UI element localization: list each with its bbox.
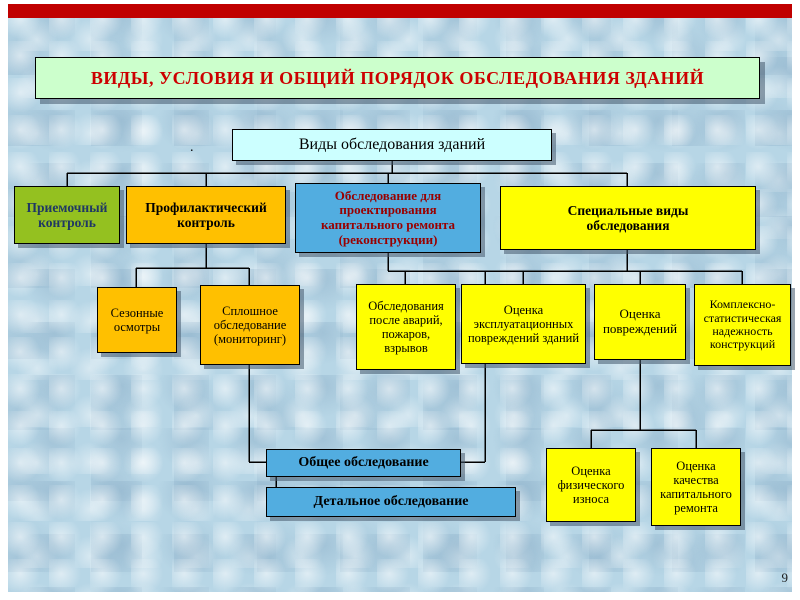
node-label: Общее обследование — [298, 455, 429, 471]
node-label: Оценка качества капитального ремонта — [660, 459, 732, 515]
node-preventive-control: Профилактический контроль — [126, 186, 286, 244]
node-label: Комплексно-статистическая надежность кон… — [703, 297, 782, 352]
node-capital-repair-quality-assessment: Оценка качества капитального ремонта — [651, 448, 741, 526]
page-number: 9 — [781, 570, 789, 585]
node-special-inspection-types: Специальные виды обследования — [500, 186, 756, 250]
node-label: Обследование для проектирования капиталь… — [321, 187, 455, 247]
node-label: Обследования после аварий, пожаров, взры… — [368, 299, 444, 355]
node-label: Оценка эксплуатационных повреждений здан… — [467, 303, 580, 345]
slide-title-text: ВИДЫ, УСЛОВИЯ И ОБЩИЙ ПОРЯДОК ОБСЛЕДОВАН… — [90, 67, 705, 88]
node-seasonal-inspections: Сезонные осмотры — [97, 287, 177, 353]
node-complex-statistical-reliability: Комплексно-статистическая надежность кон… — [694, 284, 791, 366]
node-label: Детальное обследование — [313, 494, 469, 510]
node-acceptance-control: Приемочный контроль — [14, 186, 120, 244]
node-types-of-building-inspection: Виды обследования зданий — [232, 129, 552, 161]
stray-period-mark: . — [190, 140, 194, 155]
node-label: Приемочный контроль — [26, 199, 108, 230]
node-physical-wear-assessment: Оценка физического износа — [546, 448, 636, 522]
node-damage-assessment: Оценка повреждений — [594, 284, 686, 360]
top-red-bar — [8, 4, 792, 18]
node-inspections-after-accidents: Обследования после аварий, пожаров, взры… — [356, 284, 456, 370]
slide-title: ВИДЫ, УСЛОВИЯ И ОБЩИЙ ПОРЯДОК ОБСЛЕДОВАН… — [35, 57, 760, 99]
node-label: Виды обследования зданий — [298, 136, 486, 154]
node-operational-damage-assessment: Оценка эксплуатационных повреждений здан… — [461, 284, 586, 364]
node-label: Оценка повреждений — [602, 306, 678, 336]
node-label: Специальные виды обследования — [567, 202, 689, 233]
node-label: Сплошное обследование (мониторинг) — [213, 304, 287, 346]
node-detailed-inspection: Детальное обследование — [266, 487, 516, 517]
node-label: Оценка физического износа — [557, 464, 625, 506]
node-continuous-inspection-monitoring: Сплошное обследование (мониторинг) — [200, 285, 300, 365]
node-general-inspection: Общее обследование — [266, 449, 461, 477]
node-inspection-for-capital-repair-design: Обследование для проектирования капиталь… — [295, 183, 481, 253]
node-label: Сезонные осмотры — [110, 306, 164, 334]
node-label: Профилактический контроль — [145, 199, 267, 230]
